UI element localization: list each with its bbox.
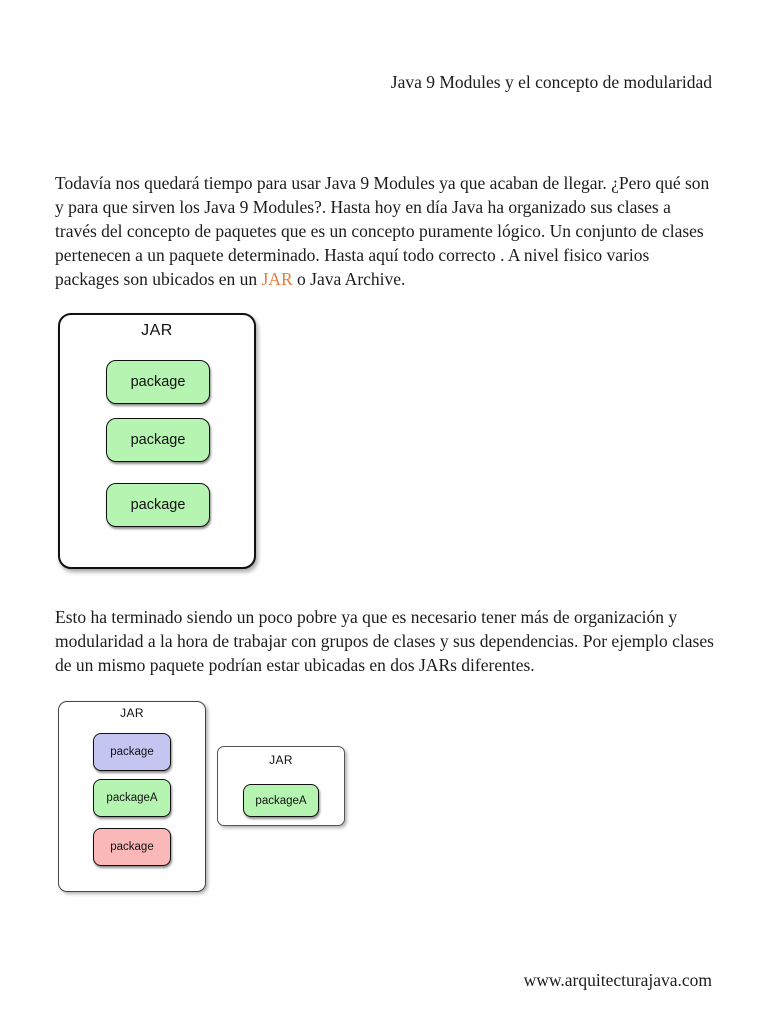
jar-link[interactable]: JAR	[261, 269, 293, 289]
package-box: package	[106, 483, 210, 527]
paragraph-modularity: Esto ha terminado siendo un poco pobre y…	[55, 607, 714, 675]
package-box: package	[93, 828, 171, 866]
paragraph-intro: Todavía nos quedará tiempo para usar Jav…	[55, 171, 715, 291]
paragraph-intro-text-after: o Java Archive.	[292, 269, 406, 289]
diagram-jar-right: JAR packageA	[217, 746, 345, 826]
jar-title-label: JAR	[269, 753, 293, 767]
package-box: package	[106, 418, 210, 462]
package-box: package	[93, 733, 171, 771]
page-title: Java 9 Modules y el concepto de modulari…	[390, 72, 712, 92]
diagram-jar-left: JAR package packageA package	[58, 701, 206, 892]
site-url: www.arquitecturajava.com	[523, 970, 712, 990]
package-box: package	[106, 360, 210, 404]
package-box: packageA	[93, 779, 171, 817]
paragraph-intro-text: Todavía nos quedará tiempo para usar Jav…	[55, 173, 710, 289]
diagram-jar-single: JAR package package package	[58, 313, 256, 569]
package-box: packageA	[243, 784, 319, 817]
jar-title-label: JAR	[120, 706, 144, 720]
jar-title-label: JAR	[141, 322, 173, 339]
